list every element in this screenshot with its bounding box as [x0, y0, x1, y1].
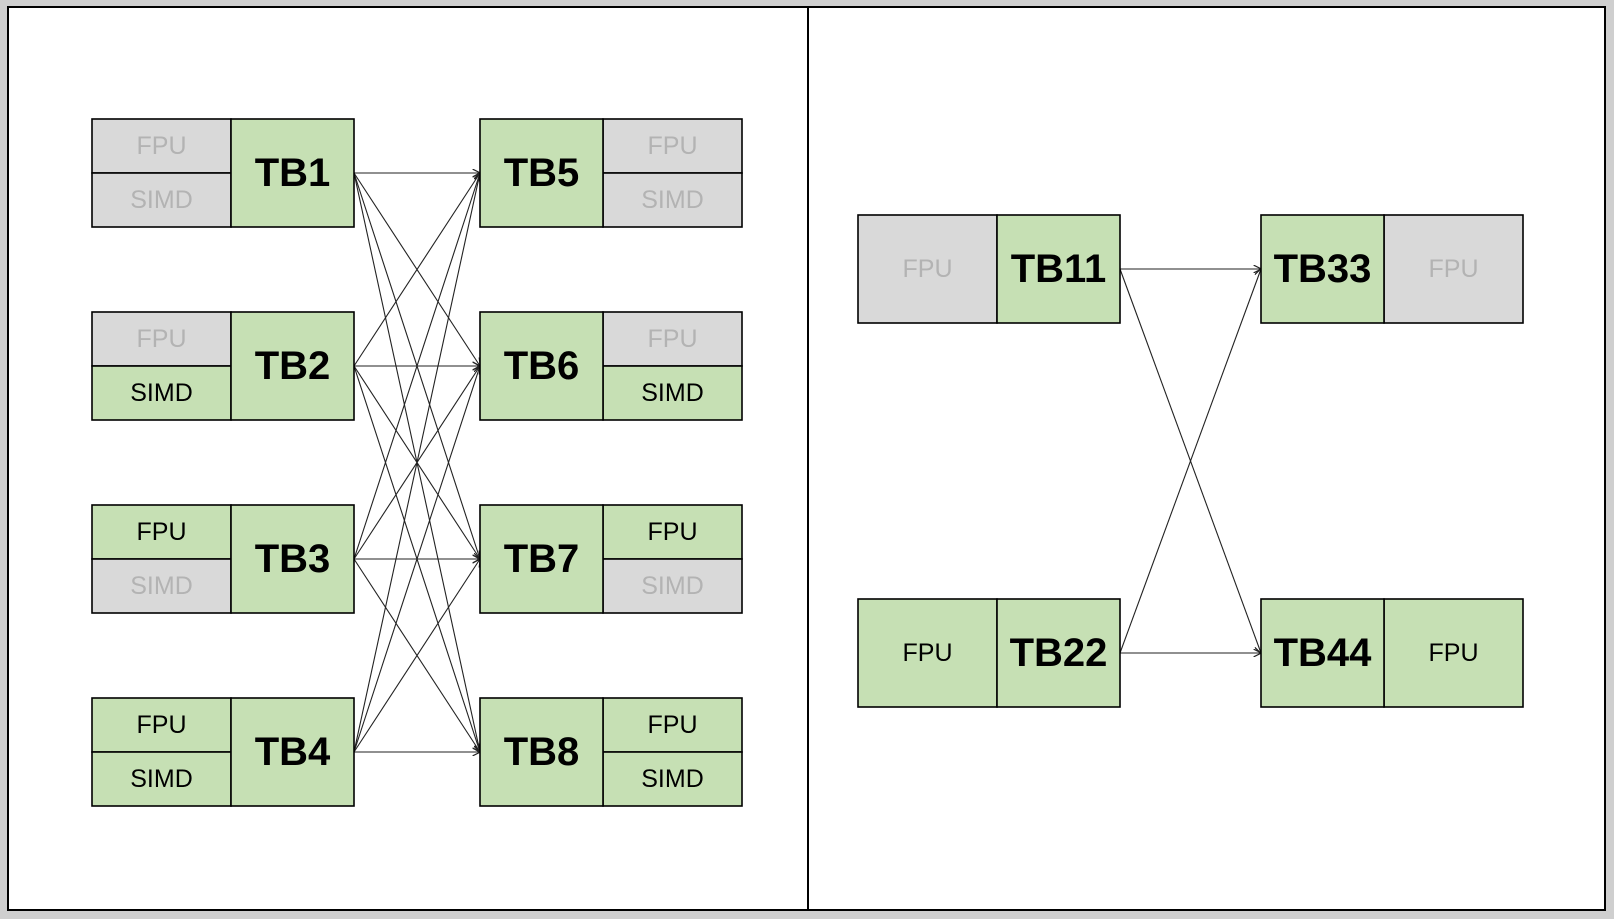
tb11-fpu-label: FPU: [903, 255, 953, 283]
block-tb5: FPU SIMD TB5: [479, 118, 743, 228]
block-tb33: FPU TB33: [1260, 214, 1524, 324]
tb6-simd-label: SIMD: [641, 379, 704, 407]
edges-layer: [353, 173, 1261, 753]
edge-tb4-tb5: [353, 173, 480, 753]
block-tb8: FPU SIMD TB8: [479, 697, 743, 807]
tb4-fpu-label: FPU: [137, 711, 187, 739]
tb7-simd-unit-cell: [602, 558, 743, 614]
tb22-fpu-unit-cell: [857, 598, 998, 708]
tb5-fpu-label: FPU: [648, 132, 698, 160]
tb1-label: TB1: [255, 151, 331, 195]
tb6-fpu-label: FPU: [648, 325, 698, 353]
tb1-simd-unit-cell: [91, 172, 232, 228]
tb11-label: TB11: [1011, 247, 1107, 291]
block-tb44: FPU TB44: [1260, 598, 1524, 708]
edge-tb4-tb6: [353, 366, 480, 753]
edge-tb22-tb33: [1119, 269, 1261, 654]
edge-tb4-tb7: [353, 559, 480, 753]
tb3-simd-unit-cell: [91, 558, 232, 614]
tb8-label: TB8: [504, 730, 580, 774]
block-tb4: FPU SIMD TB4: [91, 697, 355, 807]
tb22-block-cell: [996, 598, 1121, 708]
tb4-label: TB4: [255, 730, 331, 774]
tb5-simd-label: SIMD: [641, 186, 704, 214]
tb6-label: TB6: [504, 344, 580, 388]
tb33-fpu-label: FPU: [1429, 255, 1479, 283]
tb11-block-cell: [996, 214, 1121, 324]
tb1-simd-label: SIMD: [130, 186, 193, 214]
tb33-block-cell: [1260, 214, 1385, 324]
tb22-label: TB22: [1010, 631, 1108, 675]
tb2-label: TB2: [255, 344, 331, 388]
tb44-fpu-label: FPU: [1429, 639, 1479, 667]
tb3-label: TB3: [255, 537, 331, 581]
tb7-label: TB7: [504, 537, 580, 581]
block-tb2: FPU SIMD TB2: [91, 311, 355, 421]
block-tb1: FPU SIMD TB1: [91, 118, 355, 228]
tb7-simd-label: SIMD: [641, 572, 704, 600]
tb33-label: TB33: [1274, 247, 1372, 291]
tb6-simd-unit-cell: [602, 365, 743, 421]
tb2-block-cell: [230, 311, 355, 421]
tb4-block-cell: [230, 697, 355, 807]
tb3-fpu-label: FPU: [137, 518, 187, 546]
tb8-fpu-label: FPU: [648, 711, 698, 739]
blocks-layer: FPUSIMDTB1FPUSIMDTB2FPUSIMDTB3FPUSIMDTB4…: [91, 118, 1524, 807]
tb2-fpu-unit-cell: [91, 311, 232, 367]
tb4-simd-unit-cell: [91, 751, 232, 807]
tb44-block-cell: [1260, 598, 1385, 708]
tb33-fpu-unit-cell: [1383, 214, 1524, 324]
tb8-fpu-unit-cell: [602, 697, 743, 753]
tb3-fpu-unit-cell: [91, 504, 232, 560]
tb3-simd-label: SIMD: [130, 572, 193, 600]
tb5-label: TB5: [504, 151, 580, 195]
tb1-block-cell: [230, 118, 355, 228]
tb44-label: TB44: [1274, 631, 1373, 675]
block-tb3: FPU SIMD TB3: [91, 504, 355, 614]
tb2-simd-label: SIMD: [130, 379, 193, 407]
tb1-fpu-label: FPU: [137, 132, 187, 160]
block-tb11: FPU TB11: [857, 214, 1121, 324]
block-tb6: FPU SIMD TB6: [479, 311, 743, 421]
tb4-simd-label: SIMD: [130, 765, 193, 793]
edge-tb3-tb5: [353, 173, 480, 560]
tb5-fpu-unit-cell: [602, 118, 743, 174]
tb3-block-cell: [230, 504, 355, 614]
tb5-simd-unit-cell: [602, 172, 743, 228]
tb5-block-cell: [479, 118, 604, 228]
block-tb7: FPU SIMD TB7: [479, 504, 743, 614]
tb8-block-cell: [479, 697, 604, 807]
tb7-fpu-label: FPU: [648, 518, 698, 546]
block-tb22: FPU TB22: [857, 598, 1121, 708]
tb7-block-cell: [479, 504, 604, 614]
tb44-fpu-unit-cell: [1383, 598, 1524, 708]
tb2-fpu-label: FPU: [137, 325, 187, 353]
edge-tb2-tb5: [353, 173, 480, 367]
tb22-fpu-label: FPU: [903, 639, 953, 667]
tb6-block-cell: [479, 311, 604, 421]
tb8-simd-label: SIMD: [641, 765, 704, 793]
